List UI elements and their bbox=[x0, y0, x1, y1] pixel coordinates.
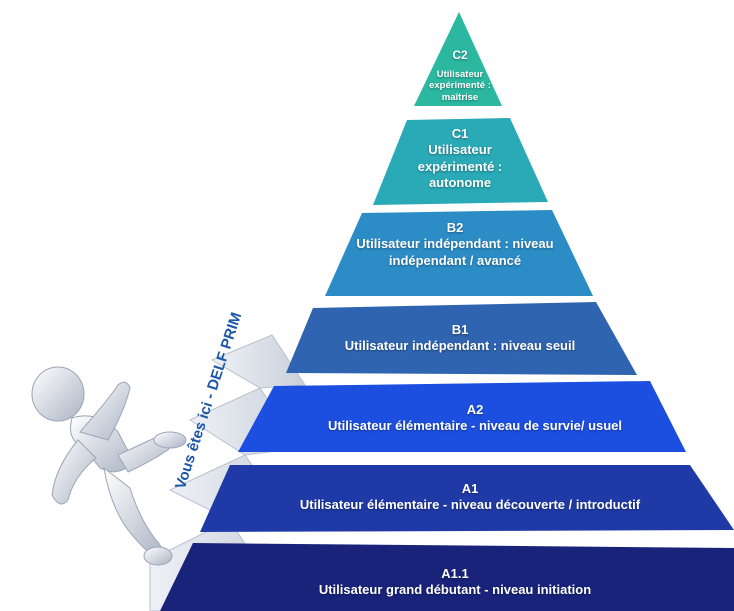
tier-c1-code: C1 bbox=[451, 126, 469, 141]
tier-b2-code: B2 bbox=[446, 220, 464, 235]
tier-c2-description: Utilisateur expérimenté : maîtrise bbox=[429, 69, 491, 103]
tier-b2: B2 Utilisateur indépendant : niveau indé… bbox=[345, 220, 565, 269]
tier-a1-description: Utilisateur élémentaire - niveau découve… bbox=[299, 497, 641, 513]
climbing-figure-icon bbox=[31, 366, 187, 566]
tier-a2: A2 Utilisateur élémentaire - niveau de s… bbox=[265, 402, 685, 435]
tier-b1-code: B1 bbox=[451, 322, 469, 337]
tier-a11: A1.1 Utilisateur grand débutant - niveau… bbox=[250, 566, 660, 599]
tier-a2-description: Utilisateur élémentaire - niveau de surv… bbox=[327, 418, 623, 434]
tier-c2-code: C2 bbox=[452, 48, 468, 62]
tier-a11-description: Utilisateur grand débutant - niveau init… bbox=[318, 582, 592, 598]
tier-a2-code: A2 bbox=[466, 402, 484, 417]
tier-c1-description: Utilisateur expérimenté : autonome bbox=[417, 142, 503, 190]
tier-b2-shape bbox=[325, 210, 593, 296]
tier-a1-shape bbox=[200, 465, 734, 532]
tier-b1: B1 Utilisateur indépendant : niveau seui… bbox=[300, 322, 620, 355]
tier-b2-description: Utilisateur indépendant : niveau indépen… bbox=[356, 236, 554, 268]
tier-a2-shape bbox=[238, 381, 686, 452]
tier-a1: A1 Utilisateur élémentaire - niveau déco… bbox=[230, 481, 710, 514]
tier-c2-shape bbox=[414, 12, 502, 106]
tier-a11-shape bbox=[160, 543, 734, 611]
tier-c1-shape bbox=[373, 118, 548, 205]
tier-a11-code: A1.1 bbox=[441, 566, 469, 581]
tier-b1-description: Utilisateur indépendant : niveau seuil bbox=[344, 338, 576, 354]
tier-c2: C2 Utilisateur expérimenté : maîtrise bbox=[420, 48, 500, 103]
tier-a1-code: A1 bbox=[461, 481, 479, 496]
tier-c1: C1 Utilisateur expérimenté : autonome bbox=[395, 126, 525, 191]
pyramid-tiers bbox=[160, 12, 734, 611]
tier-b1-shape bbox=[286, 302, 637, 375]
